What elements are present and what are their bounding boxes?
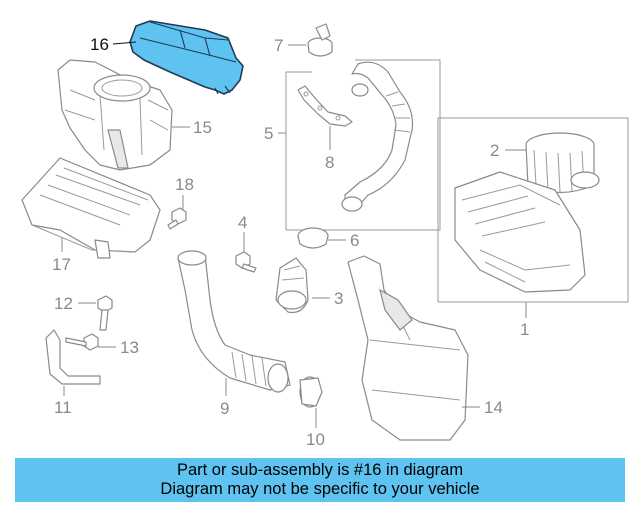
callout-12: 12: [54, 294, 73, 313]
callout-14: 14: [484, 398, 503, 417]
part-7-clamp: [307, 23, 333, 57]
part-11-bracket: [45, 329, 101, 385]
part-9-intake-pipe: [177, 250, 291, 393]
part-1-assembly-box: [437, 117, 629, 303]
callout-16: 16: [90, 35, 109, 54]
callout-7: 7: [274, 36, 283, 55]
callout-11: 11: [54, 398, 72, 417]
callout-3: 3: [334, 289, 343, 308]
callout-5: 5: [264, 124, 273, 143]
callout-13: 13: [120, 338, 139, 357]
part-6-clamp: [297, 227, 329, 249]
callout-4: 4: [238, 213, 247, 232]
callout-8: 8: [325, 153, 334, 172]
part-16-air-cleaner-cover[interactable]: [129, 20, 244, 95]
part-5-assembly-box: [285, 59, 441, 231]
info-banner: Part or sub-assembly is #16 in diagram D…: [15, 458, 625, 502]
callout-1: 1: [520, 320, 529, 339]
part-4-bolt: [235, 251, 257, 273]
callout-6: 6: [350, 231, 359, 250]
part-3-hose: [275, 257, 309, 314]
part-13-bolt: [65, 333, 99, 351]
callout-9: 9: [220, 399, 229, 418]
part-18-screw: [167, 207, 187, 230]
part-10-clamp: [299, 376, 323, 408]
parts-diagram: 16 15 17 18 7 5 8 2 1 4 6 3 9 10 12 13 1…: [21, 20, 629, 449]
banner-line-2: Diagram may not be specific to your vehi…: [160, 480, 480, 498]
part-14-resonator: [347, 255, 469, 441]
part-17-intake-duct: [21, 157, 161, 259]
callout-2: 2: [490, 141, 499, 160]
callout-16-leader: [112, 41, 137, 45]
banner-line-1: Part or sub-assembly is #16 in diagram: [176, 461, 464, 479]
callout-10: 10: [306, 430, 325, 449]
part-15-air-box-housing: [57, 59, 173, 171]
part-12-screw: [97, 295, 113, 331]
callout-17: 17: [52, 255, 71, 274]
callout-15: 15: [193, 118, 212, 137]
callout-18: 18: [175, 175, 194, 194]
